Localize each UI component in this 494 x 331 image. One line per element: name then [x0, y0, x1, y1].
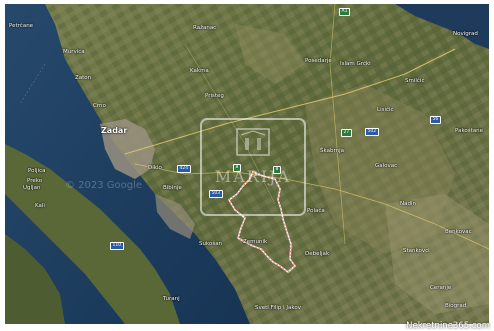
- label-kakma: Kakma: [190, 69, 209, 75]
- label-crno: Crno: [93, 104, 106, 110]
- label-ugljan: Ugljan: [23, 186, 40, 192]
- road-shield-a1: A1: [339, 8, 350, 16]
- label-lisicic: Lisičić: [377, 108, 394, 114]
- label-sukosan: Sukošan: [199, 242, 222, 248]
- label-pakostane: Pakoštane: [455, 129, 483, 135]
- label-biograd: Biograd: [445, 304, 466, 310]
- label-petrcane: Petrčane: [9, 24, 33, 30]
- watermark-text: MARIJA: [200, 167, 306, 186]
- label-polaca: Polača: [307, 209, 325, 215]
- label-diklo: Diklo: [148, 166, 162, 172]
- label-kali: Kali: [35, 204, 45, 210]
- label-stankovci: Stankovci: [403, 249, 430, 255]
- label-murvica: Murvica: [63, 50, 85, 56]
- label-benkovac: Benkovac: [445, 230, 472, 236]
- label-bibinje: Bibinje: [163, 186, 182, 192]
- label-zadar[interactable]: Zadar: [101, 127, 127, 135]
- label-smilcic: Smilčić: [405, 79, 424, 85]
- label-nadin: Nadin: [400, 202, 416, 208]
- label-novigrad: Novigrad: [453, 32, 478, 38]
- label-sveti-filip: Sveti Filip i Jakov: [255, 306, 301, 312]
- label-razanac: Ražanac: [193, 26, 216, 32]
- label-skabrnja: Škabrnja: [320, 149, 344, 155]
- label-posedarje: Posedarje: [305, 59, 332, 65]
- road-shield-56: 56: [430, 116, 441, 124]
- watermark: MARIJA: [200, 117, 306, 217]
- satellite-map[interactable]: Petrčane Zadar Preko Poljica Ugljan Kali…: [5, 4, 489, 324]
- road-shield-502: 502: [365, 128, 379, 136]
- label-islam: Islam Grčki: [340, 62, 371, 68]
- label-debeljak: Debeljak: [305, 252, 329, 258]
- road-shield-27: 27: [341, 129, 352, 137]
- label-galovac: Galovac: [375, 164, 397, 170]
- label-poljica: Poljica: [28, 169, 45, 175]
- road-shield-110: 110: [110, 242, 124, 250]
- map-copyright: © 2023 Google: [65, 180, 142, 191]
- label-ceranje: Ceranje: [430, 286, 451, 292]
- label-pristeg: Pristeg: [205, 94, 224, 100]
- label-turanj: Turanj: [163, 297, 180, 303]
- site-watermark: Nekretnine365.com: [406, 321, 490, 331]
- label-zemunik: Zemunik: [243, 240, 267, 246]
- road-shield-424: 424: [177, 165, 191, 173]
- label-preko: Preko: [27, 179, 42, 185]
- label-zaton: Zaton: [75, 76, 91, 82]
